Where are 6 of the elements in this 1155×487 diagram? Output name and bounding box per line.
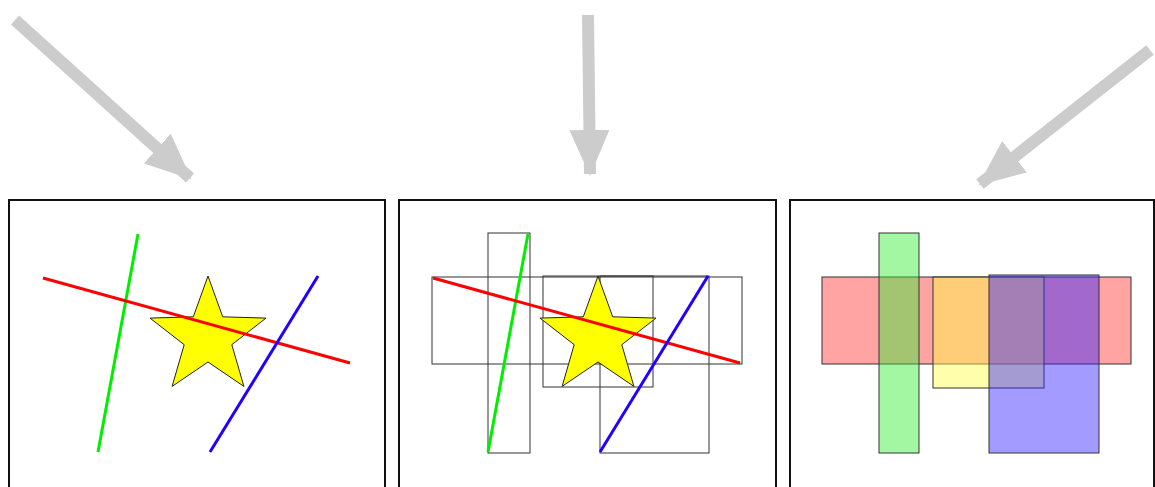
illustration-panel (398, 199, 777, 487)
illustration-panel (8, 199, 386, 487)
arrow (569, 14, 610, 176)
illustration-panel (789, 199, 1155, 487)
arrow (11, 15, 194, 183)
arrow (976, 45, 1154, 189)
